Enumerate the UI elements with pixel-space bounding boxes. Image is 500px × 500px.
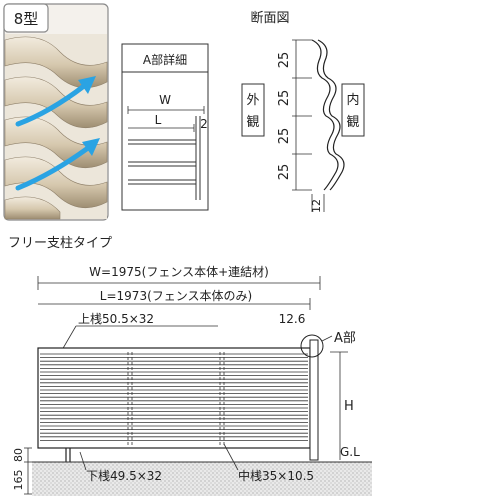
detail-rail-lines [128, 139, 196, 185]
fence-slats [40, 353, 308, 441]
ground-level-label: G.L [340, 445, 360, 459]
l-dimension: L=1973(フェンス本体のみ) [100, 289, 252, 303]
thickness-label: 12 [310, 199, 323, 213]
photo-panel: 8型 [3, 3, 109, 221]
model-label-box [3, 3, 49, 33]
h-label: H [344, 399, 354, 414]
pitch-label-4: 25 [277, 164, 292, 181]
airflow-arrows-icon [15, 83, 91, 191]
foot-label-80: 80 [12, 448, 25, 462]
pitch-label-1: 25 [277, 52, 292, 69]
model-label: 8型 [14, 10, 39, 28]
detail-title: A部詳細 [143, 52, 187, 67]
ground-hatch [32, 462, 372, 496]
a-part-circle [300, 334, 324, 358]
louver-slats-image [4, 36, 108, 220]
foot-label-165: 165 [12, 470, 25, 491]
fence-type-title: フリー支柱タイプ [8, 236, 112, 251]
section-panel: 断面図 外 観 内 観 25 25 25 25 12 [241, 11, 365, 213]
pitch-label-2: 25 [277, 90, 292, 107]
louver-profile-section [311, 39, 345, 191]
inside-label-char-2: 観 [346, 115, 359, 130]
pitch-label-3: 25 [277, 128, 292, 145]
detail-a-panel: A部詳細 W L 2 [121, 43, 209, 211]
end-dimension: 12.6 [279, 312, 306, 326]
detail-gap-label: 2 [200, 117, 208, 131]
connector-post [309, 339, 319, 461]
detail-w-label: W [159, 93, 171, 107]
inside-label-char-1: 内 [346, 92, 359, 108]
a-part-label: A部 [334, 331, 356, 346]
outside-label-char-1: 外 [246, 93, 259, 108]
outside-label-char-2: 観 [246, 115, 259, 130]
mid-rail-label: 中桟35×10.5 [238, 468, 314, 483]
outside-label-box [241, 83, 265, 137]
fence-elevation: フリー支柱タイプ W=1975(フェンス本体+連結材) L=1973(フェンス本… [8, 236, 372, 496]
w-dimension: W=1975(フェンス本体+連結材) [89, 265, 269, 279]
detail-frame [121, 43, 209, 211]
top-rail-label: 上桟50.5×32 [78, 312, 154, 326]
mid-rail-markers [127, 352, 225, 446]
inside-label-box [341, 83, 365, 137]
detail-l-label: L [155, 113, 162, 127]
section-title: 断面図 [250, 11, 289, 26]
airflow-arrowheads-icon [78, 76, 100, 156]
bottom-rail-label: 下桟49.5×32 [86, 469, 162, 483]
